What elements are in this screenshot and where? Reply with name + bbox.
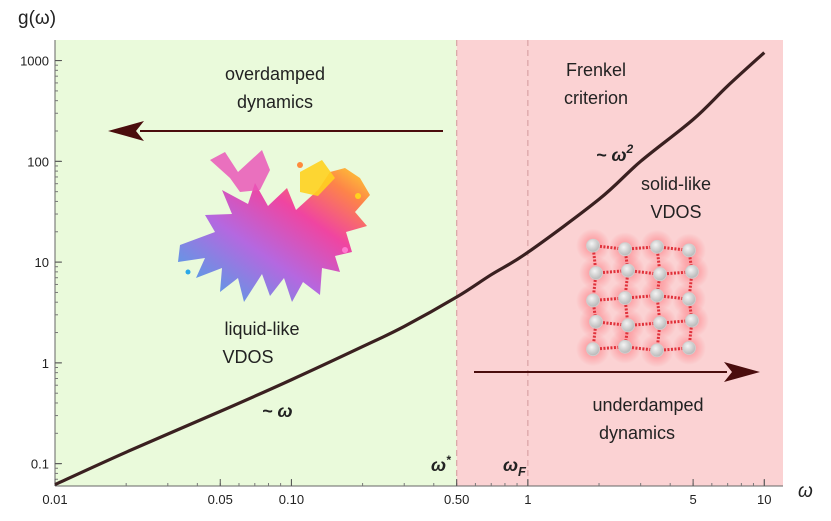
x-tick-label: 0.01 (42, 492, 67, 507)
omega-star-superscript: * (446, 453, 452, 467)
lattice-node (586, 238, 600, 253)
liquid-vdos-label-line2: VDOS (222, 347, 273, 367)
omega-f-base: ω (503, 455, 518, 475)
lattice-node (653, 316, 667, 330)
slope-high-label: ~ ω2 (596, 142, 634, 165)
underdamped-label-line1: underdamped (592, 395, 703, 415)
lattice-node (682, 341, 696, 355)
slope-high-base: ~ ω (596, 145, 627, 165)
vdos-curve (54, 51, 766, 487)
overdamped-label-line1: overdamped (225, 64, 325, 84)
frenkel-label-line1: Frenkel (566, 60, 626, 80)
lattice-node (621, 263, 635, 278)
x-tick-label: 5 (689, 492, 696, 507)
liquid-vdos-label-line1: liquid-like (224, 319, 299, 339)
lattice-node (650, 343, 664, 358)
solid-lattice-illustration (576, 228, 709, 368)
x-tick-label: 0.50 (444, 492, 469, 507)
y-tick-label: 1000 (20, 54, 49, 69)
underdamped-label-line2: dynamics (599, 423, 675, 443)
slope-high-exponent: 2 (626, 142, 634, 156)
omega-star-label: ω* (431, 453, 452, 475)
x-tick-label: 0.05 (208, 492, 233, 507)
lattice-node (685, 264, 699, 279)
lattice-node (650, 239, 664, 254)
lattice-node (589, 314, 603, 329)
lattice-node (621, 318, 635, 333)
lattice-node (685, 313, 699, 328)
lattice-node (682, 243, 696, 258)
y-tick-label: 0.1 (31, 457, 49, 472)
slope-low-label: ~ ω (262, 401, 293, 421)
lattice-node (618, 291, 632, 305)
liquid-splash-illustration (178, 150, 370, 302)
y-tick-label: 1 (42, 356, 49, 371)
lattice-node (586, 293, 600, 308)
y-tick-label: 10 (35, 255, 49, 270)
axes-layer: 0.01 0.05 0.10 0.50 1 5 10 0.1 1 10 100 1000 (20, 40, 783, 507)
omega-f-label: ωF (503, 455, 527, 479)
overdamped-arrow (108, 121, 443, 141)
overdamped-label-line2: dynamics (237, 92, 313, 112)
omega-star-base: ω (431, 455, 446, 475)
lattice-node (589, 266, 603, 280)
lattice-node (618, 242, 632, 257)
frenkel-label-line2: criterion (564, 88, 628, 108)
x-axis-label: ω (798, 481, 813, 502)
x-tick-label: 0.10 (279, 492, 304, 507)
solid-vdos-label-line2: VDOS (650, 202, 701, 222)
x-tick-label: 1 (524, 492, 531, 507)
lattice-node (682, 292, 696, 307)
x-tick-label: 10 (757, 492, 771, 507)
y-tick-label: 100 (27, 154, 49, 169)
y-axis-label: g(ω) (18, 8, 56, 29)
solid-vdos-label-line1: solid-like (641, 174, 711, 194)
lattice-node (650, 288, 664, 303)
lattice-node (586, 342, 600, 357)
underdamped-arrow (474, 362, 760, 382)
lattice-node (618, 339, 632, 354)
lattice-node (653, 267, 667, 282)
regions-layer (55, 40, 783, 486)
omega-f-subscript: F (518, 464, 527, 479)
